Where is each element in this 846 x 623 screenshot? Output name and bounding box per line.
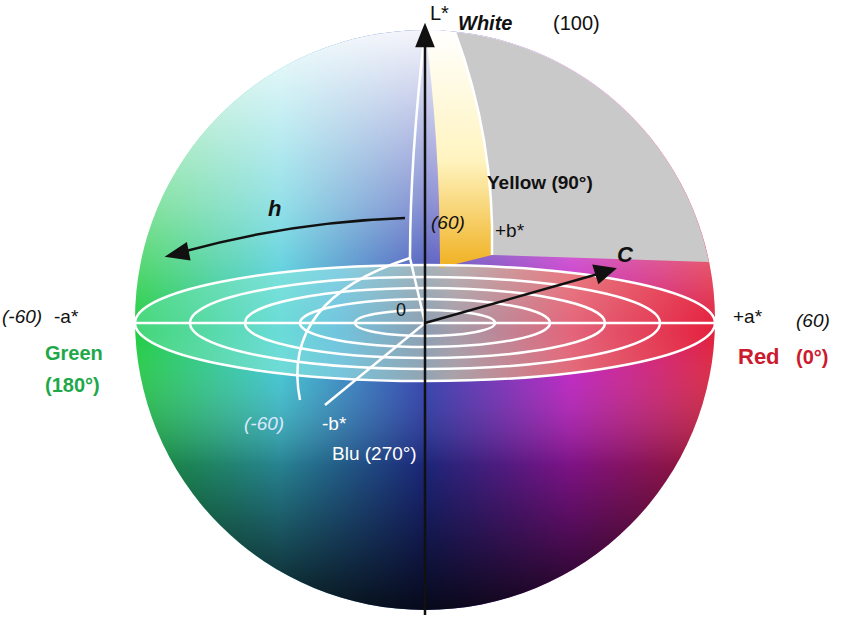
hue-label: Red <box>738 344 780 369</box>
axis-value: (-60) <box>244 413 284 435</box>
hue-label: Blu (270°) <box>332 443 417 465</box>
axis-name: +a* <box>733 306 762 328</box>
axis-name: -a* <box>54 306 78 328</box>
axis-value: (60) <box>796 310 830 332</box>
chroma-name: C <box>617 242 633 267</box>
hue-label: (0°) <box>796 346 828 369</box>
hue-name: h <box>268 196 281 221</box>
origin-value: 0 <box>396 300 406 321</box>
hue-label: Green <box>45 342 103 365</box>
axis-name: -b* <box>322 413 346 435</box>
axis-name: L* <box>430 2 449 25</box>
axis-name: +b* <box>495 220 524 242</box>
axis-value: (100) <box>553 12 600 35</box>
hue-label: (180°) <box>45 374 100 397</box>
axis-value: (-60) <box>2 306 42 328</box>
axis-value: (60) <box>431 212 465 234</box>
hue-label: Yellow (90°) <box>487 172 593 194</box>
axis-end: White <box>458 12 512 35</box>
